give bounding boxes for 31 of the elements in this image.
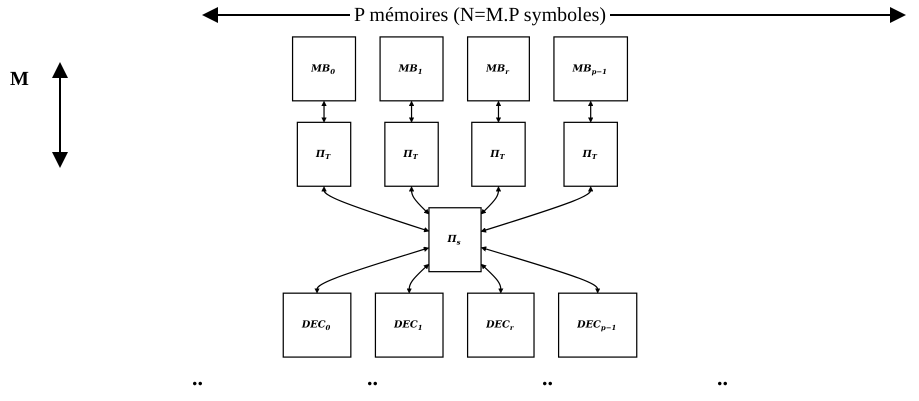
node-box: MB$_{r}$ xyxy=(466,36,530,102)
arrow xyxy=(496,100,502,123)
arrow xyxy=(321,186,430,232)
arrow xyxy=(408,186,430,214)
node-box: Π$_{T}$ xyxy=(471,122,526,187)
arrow xyxy=(480,186,594,233)
node-box: DEC$_{r}$ xyxy=(466,292,535,358)
arrow xyxy=(480,186,502,214)
node-box: DEC$_{p−1}$ xyxy=(558,292,638,358)
ellipsis: .. xyxy=(717,365,728,392)
arrow xyxy=(406,264,430,294)
node-box: Π$_{T}$ xyxy=(296,122,352,187)
dimension-label: M xyxy=(10,68,29,91)
node-box: MB$_{p−1}$ xyxy=(553,36,628,102)
ellipsis: .. xyxy=(367,365,378,392)
arrow xyxy=(481,246,600,294)
node-box: DEC$_{1}$ xyxy=(374,292,444,358)
node-box: Π$_{s}$ xyxy=(428,207,482,272)
arrow xyxy=(314,246,429,294)
dimension-label: P mémoires (N=M.P symboles) xyxy=(350,4,610,27)
arrow xyxy=(481,264,504,294)
node-box: Π$_{T}$ xyxy=(384,122,439,187)
node-box: MB$_{0}$ xyxy=(292,36,356,102)
arrow xyxy=(321,100,327,123)
ellipsis: .. xyxy=(192,365,203,392)
arrow xyxy=(408,100,414,123)
node-box: MB$_{1}$ xyxy=(379,36,444,102)
node-box: Π$_{T}$ xyxy=(563,122,618,187)
node-box: DEC$_{0}$ xyxy=(282,292,352,358)
arrow xyxy=(588,100,594,123)
ellipsis: .. xyxy=(542,365,553,392)
